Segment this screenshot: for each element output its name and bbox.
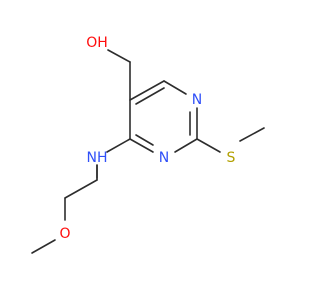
bond-c2-s bbox=[196, 138, 221, 153]
atom-amine-label: NH bbox=[87, 150, 108, 166]
molecule-diagram: OH N N S NH O bbox=[31, 35, 265, 254]
bond-n3-c4 bbox=[129, 138, 154, 153]
bond-oh-ch2 bbox=[107, 49, 131, 63]
bond-c2-n3 bbox=[174, 138, 198, 153]
bond-n3-c4-inner bbox=[135, 134, 154, 146]
bond-c6-n1 bbox=[163, 80, 187, 95]
atom-hydroxyl-label: OH bbox=[86, 35, 108, 51]
atom-ether-oxygen-label: O bbox=[59, 226, 70, 242]
bond-s-ch3 bbox=[239, 127, 265, 142]
bond-o-ch3 bbox=[31, 239, 56, 254]
structure-canvas: OH N N S NH O bbox=[31, 35, 265, 254]
bond-c5-c6 bbox=[129, 80, 165, 101]
bond-c4-nh bbox=[106, 138, 131, 153]
bond-c5-c6-inner bbox=[135, 87, 165, 105]
atom-ring-n-top-label: N bbox=[192, 92, 202, 108]
atom-ring-n-bottom-label: N bbox=[159, 150, 169, 166]
atom-sulfur-label: S bbox=[227, 150, 236, 166]
bond-ch2-ch2 bbox=[64, 179, 98, 199]
